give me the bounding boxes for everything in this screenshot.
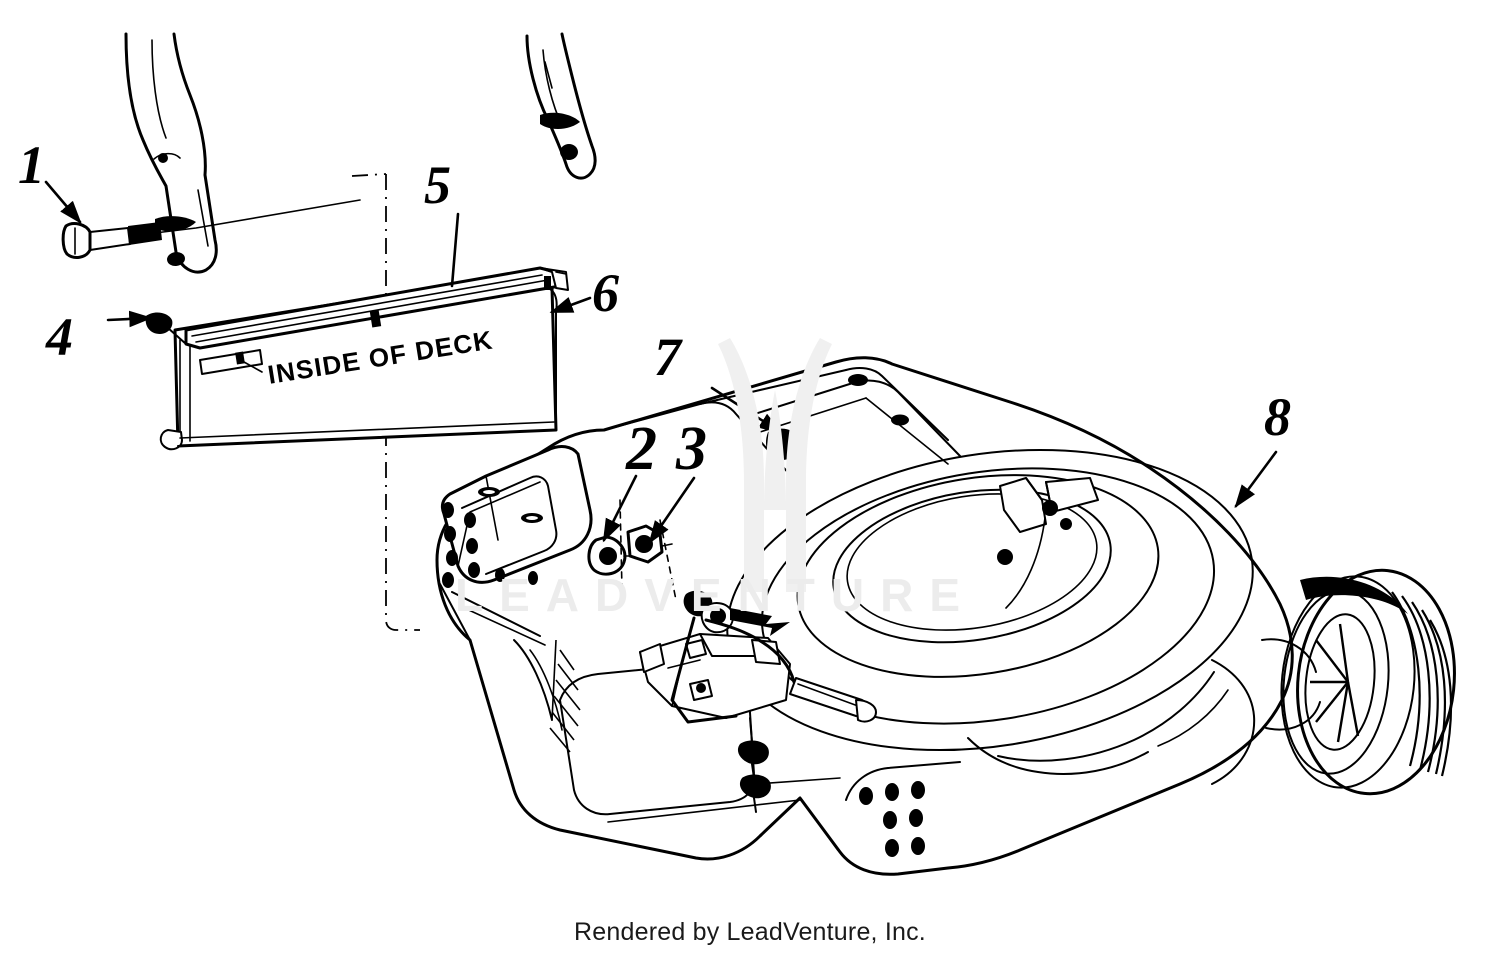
- deflector-shield: [159, 266, 569, 451]
- hex-bolt-part-1: [61, 222, 162, 259]
- handle-bracket-left: [124, 32, 218, 274]
- handle-bracket-right: [525, 32, 597, 180]
- alignment-construction-line: [385, 174, 420, 631]
- leader-4: [106, 310, 153, 328]
- leader-6: [549, 296, 592, 314]
- leader-3: [648, 476, 696, 545]
- callout-number-1: 1: [18, 135, 45, 195]
- callout-number-5: 5: [424, 155, 451, 215]
- callout-number-4: 4: [46, 307, 73, 367]
- leader-8: [1234, 450, 1278, 509]
- callout-number-6: 6: [592, 263, 619, 323]
- callout-number-3: 3: [676, 415, 707, 483]
- mower-deck-housing: [435, 356, 1294, 876]
- callout-number-2: 2: [626, 415, 657, 483]
- footer-caption: Rendered by LeadVenture, Inc.: [574, 918, 926, 946]
- blade-housing-rings: [726, 448, 1254, 752]
- left-height-adjust-bracket: [440, 445, 593, 588]
- deck-linkage-hardware: [639, 590, 877, 813]
- leader-5: [450, 212, 460, 288]
- callout-number-7: 7: [654, 327, 681, 387]
- callout-number-8: 8: [1264, 387, 1291, 447]
- leader-2: [602, 474, 638, 543]
- leader-1: [44, 180, 82, 224]
- rear-wheel: [1261, 568, 1456, 796]
